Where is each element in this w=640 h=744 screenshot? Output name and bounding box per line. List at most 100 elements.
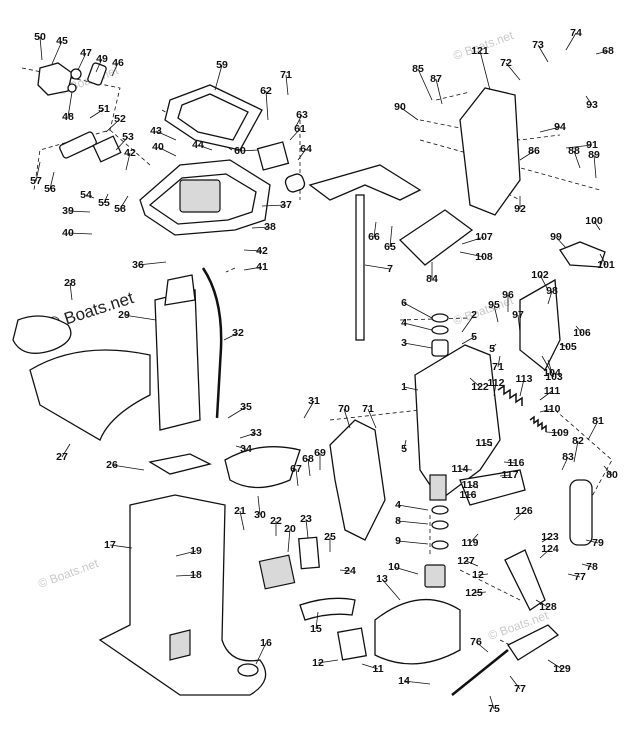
callout-number: 91 (586, 139, 598, 151)
callout-number: 17 (104, 539, 116, 551)
callout-number: 65 (384, 241, 396, 253)
callout-number: 98 (546, 285, 558, 297)
callout-number: 126 (515, 505, 533, 517)
leader-line (39, 36, 43, 61)
leader-line (541, 355, 555, 378)
leader-line (35, 161, 41, 182)
callout-number: 99 (550, 231, 562, 243)
callout-number: 61 (294, 123, 306, 135)
callout-number: 114 (452, 463, 469, 475)
callout-number: 82 (572, 435, 584, 447)
callout-number: 92 (514, 203, 526, 215)
callout-number: 25 (324, 531, 336, 543)
leader-line (239, 510, 245, 531)
callout-number: 73 (532, 39, 544, 51)
leader-line (497, 355, 501, 368)
leader-line (67, 210, 91, 213)
callout-number: 6 (401, 297, 407, 309)
callout-number: 109 (551, 427, 569, 439)
callout-number: 31 (308, 395, 320, 407)
callout-number: 81 (592, 415, 604, 427)
callout-number: 2 (471, 309, 477, 321)
callout-number: 90 (394, 101, 406, 113)
callout-number: 60 (234, 145, 246, 157)
leader-line (397, 520, 429, 525)
leader-line (69, 282, 73, 301)
callout-number: 20 (284, 523, 296, 535)
callout-number: 97 (512, 309, 524, 321)
leader-line (573, 440, 579, 463)
leader-line (61, 443, 71, 458)
leader-line (473, 591, 487, 594)
callout-number: 100 (585, 215, 603, 227)
callout-number: 8 (395, 515, 401, 527)
leader-line (89, 108, 105, 119)
callout-number: 74 (570, 27, 582, 39)
leader-line (305, 518, 309, 539)
leader-line (95, 58, 103, 73)
leader-line (585, 95, 593, 106)
callout-number: 108 (475, 251, 493, 263)
leader-line (559, 343, 569, 348)
callout-number: 80 (606, 469, 618, 481)
leader-line (499, 474, 511, 477)
callout-number: 68 (302, 453, 314, 465)
leader-line (489, 695, 495, 710)
leader-line (287, 528, 291, 553)
callout-number: 111 (544, 385, 561, 397)
callout-number: 16 (260, 637, 272, 649)
leader-line (403, 302, 433, 319)
callout-number: 68 (602, 45, 614, 57)
leader-line (477, 573, 489, 576)
leader-line (513, 510, 525, 521)
callout-number: 116 (508, 457, 525, 469)
leader-line (575, 325, 583, 334)
callout-number: 59 (216, 59, 228, 71)
callout-number: 102 (531, 269, 549, 281)
leader-line (593, 154, 597, 179)
leader-line (397, 504, 429, 511)
leader-line (105, 118, 121, 133)
leader-line (493, 382, 497, 397)
leader-line (393, 566, 419, 575)
leader-line (227, 406, 247, 419)
callout-number: 64 (300, 143, 312, 155)
leader-line (483, 442, 493, 447)
callout-number: 30 (254, 509, 266, 521)
leader-line (519, 378, 525, 397)
callout-number: 36 (132, 259, 144, 271)
callout-number: 85 (412, 63, 424, 75)
callout-number: 4 (401, 317, 407, 329)
callout-number: 112 (488, 377, 505, 389)
leader-line (469, 377, 481, 388)
leader-line (315, 611, 319, 630)
leader-line (403, 386, 419, 391)
leader-line (285, 74, 289, 96)
callout-number: 110 (544, 403, 561, 415)
callout-number: 75 (488, 703, 500, 715)
callout-number: 62 (260, 85, 272, 97)
leader-line (343, 408, 351, 429)
leader-line (67, 91, 73, 118)
callout-number: 15 (310, 623, 322, 635)
leader-line (381, 578, 401, 601)
callout-number: 71 (492, 361, 504, 373)
callout-number: 115 (476, 437, 493, 449)
callout-number: 23 (300, 513, 312, 525)
callout-number: 55 (98, 197, 110, 209)
leader-line (67, 232, 93, 235)
callout-number: 118 (462, 479, 479, 491)
leader-line (317, 659, 339, 664)
leader-line (537, 44, 549, 63)
leader-line (581, 563, 593, 568)
leader-line (77, 52, 87, 71)
leader-line (509, 675, 521, 690)
leader-line (51, 40, 63, 65)
callout-number: 41 (256, 261, 268, 273)
callout-number: 103 (545, 371, 563, 383)
callout-number: 47 (80, 47, 92, 59)
leader-line (85, 194, 95, 199)
leader-line (539, 126, 561, 133)
leader-line (467, 493, 477, 496)
